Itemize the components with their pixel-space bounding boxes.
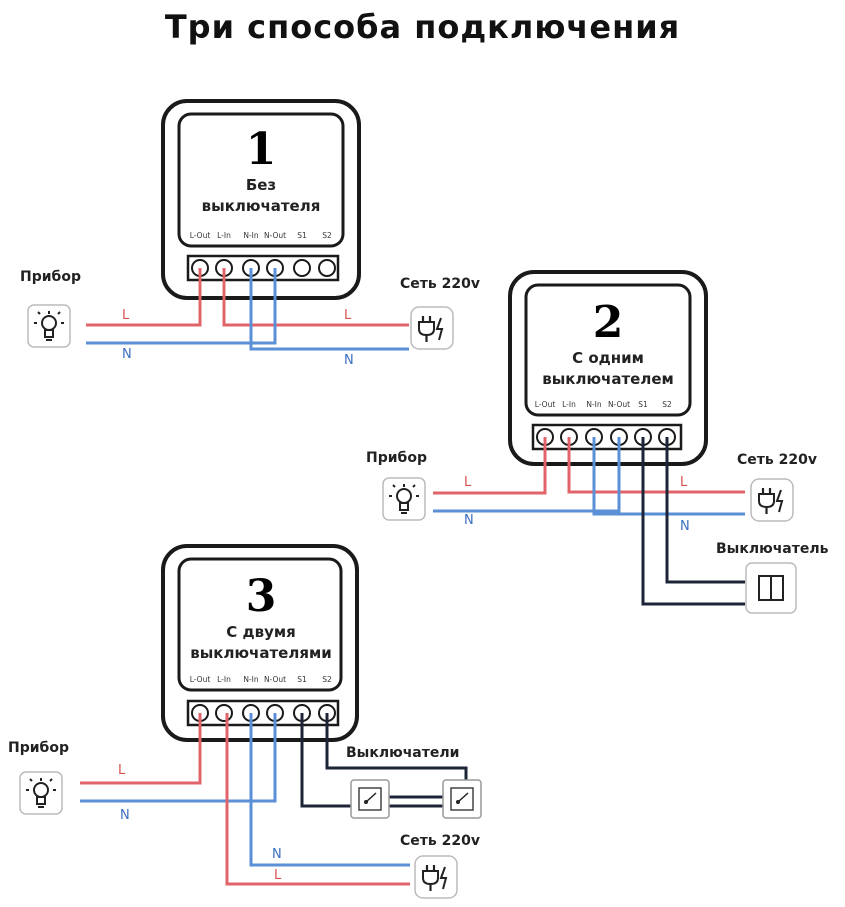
- terminal-label: L-In: [562, 400, 576, 409]
- bulb-icon: [19, 771, 63, 815]
- module-1-wires: [86, 268, 409, 351]
- terminal-label: L-Out: [190, 675, 211, 684]
- terminal-label: N-Out: [264, 675, 286, 684]
- mains-label: Сеть 220v: [400, 833, 480, 849]
- two-way-switch-icon: [442, 779, 482, 819]
- plug-icon: [409, 305, 455, 351]
- module-2-wires: [433, 437, 745, 606]
- device-label: Прибор: [20, 269, 81, 285]
- terminal-label: S2: [662, 400, 672, 409]
- terminal-label: L-Out: [535, 400, 556, 409]
- live-wire-label: L: [680, 475, 688, 490]
- two-way-switch-icon: [350, 779, 390, 819]
- module-3: 3 С двумя выключателями L-Out L-In N-In …: [161, 544, 359, 742]
- terminal-label: N-Out: [608, 400, 630, 409]
- neutral-wire-label: N: [680, 519, 690, 534]
- module-2-caption-line1: С одним: [572, 349, 644, 367]
- terminal-label: S2: [322, 675, 332, 684]
- neutral-wire-label: N: [122, 347, 132, 362]
- neutral-wire-label: N: [272, 847, 282, 862]
- terminal-label: N-In: [243, 675, 259, 684]
- page-title: Три способа подключения: [164, 8, 681, 46]
- module-1: 1 Без выключателя L-Out L-In N-In N-Out …: [161, 99, 361, 300]
- switch-label: Выключатель: [716, 541, 829, 557]
- neutral-wire-label: N: [464, 513, 474, 528]
- live-wire-label: L: [118, 763, 126, 778]
- module-2-caption-line2: выключателем: [542, 370, 674, 388]
- module-2: 2 С одним выключателем L-Out L-In N-In N…: [508, 270, 708, 466]
- live-wire-label: L: [464, 475, 472, 490]
- neutral-wire-label: N: [120, 808, 130, 823]
- neutral-wire-label: N: [344, 353, 354, 368]
- mains-label: Сеть 220v: [400, 276, 480, 292]
- module-1-number: 1: [246, 124, 277, 175]
- device-label: Прибор: [366, 450, 427, 466]
- terminal-label: L-In: [217, 231, 231, 240]
- bulb-icon: [27, 304, 71, 348]
- device-label: Прибор: [8, 740, 69, 756]
- bulb-icon: [382, 477, 426, 521]
- terminal-label: N-Out: [264, 231, 286, 240]
- module-1-caption-line2: выключателя: [202, 197, 321, 215]
- module-3-wires: [80, 713, 468, 886]
- module-3-caption-line2: выключателями: [190, 644, 331, 662]
- terminal-label: S2: [322, 231, 332, 240]
- live-wire-label: L: [274, 868, 282, 883]
- module-3-caption-line1: С двумя: [226, 623, 296, 641]
- terminal-label: S1: [297, 231, 307, 240]
- terminal-label: S1: [638, 400, 648, 409]
- terminal-label: L-In: [217, 675, 231, 684]
- terminal-label: S1: [297, 675, 307, 684]
- module-2-number: 2: [593, 297, 624, 348]
- rocker-switch-icon: [745, 562, 797, 614]
- live-wire-label: L: [344, 308, 352, 323]
- plug-icon: [413, 854, 459, 900]
- mains-label: Сеть 220v: [737, 452, 817, 468]
- live-wire-label: L: [122, 308, 130, 323]
- terminal-label: L-Out: [190, 231, 211, 240]
- module-3-number: 3: [246, 571, 277, 622]
- terminal-label: N-In: [243, 231, 259, 240]
- module-1-caption-line1: Без: [246, 176, 276, 194]
- terminal-label: N-In: [586, 400, 602, 409]
- plug-icon: [749, 477, 795, 523]
- switches-label: Выключатели: [346, 745, 459, 761]
